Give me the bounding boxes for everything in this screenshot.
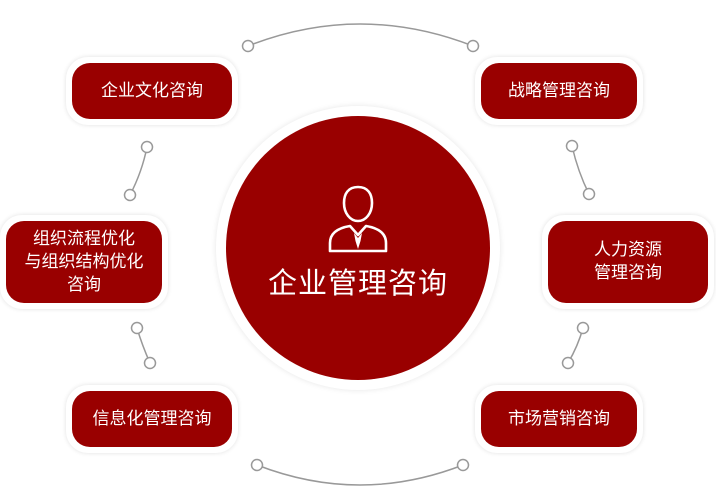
node-strategy-label: 战略管理咨询	[508, 80, 610, 101]
connector-dot	[143, 356, 157, 370]
node-marketing[interactable]: 市场营销咨询	[481, 391, 637, 447]
node-hr-frame: 人力资源 管理咨询	[542, 215, 714, 309]
node-process-frame: 组织流程优化 与组织结构优化 咨询	[0, 215, 168, 309]
connector-dot	[466, 39, 480, 53]
node-culture-frame: 企业文化咨询	[66, 57, 238, 125]
node-process-label-2: 与组织结构优化	[24, 251, 144, 272]
node-strategy[interactable]: 战略管理咨询	[481, 63, 637, 119]
connector-dot	[140, 140, 154, 154]
connector-dot	[123, 188, 137, 202]
node-marketing-frame: 市场营销咨询	[475, 385, 643, 453]
node-hr[interactable]: 人力资源 管理咨询	[548, 221, 708, 303]
node-it-frame: 信息化管理咨询	[66, 385, 238, 453]
node-hr-label-1: 人力资源	[594, 240, 662, 260]
node-process-label-3: 咨询	[67, 274, 101, 295]
node-culture[interactable]: 企业文化咨询	[72, 63, 232, 119]
connector-arc-bottom	[256, 464, 464, 486]
node-process-label-1: 组织流程优化	[33, 228, 135, 249]
connector-dot	[576, 321, 590, 335]
connector-dot	[250, 458, 264, 472]
node-it-label: 信息化管理咨询	[92, 408, 212, 429]
node-culture-label: 企业文化咨询	[101, 80, 203, 101]
connector-dot	[582, 187, 596, 201]
node-process[interactable]: 组织流程优化 与组织结构优化 咨询	[6, 221, 162, 303]
node-marketing-label: 市场营销咨询	[508, 408, 610, 429]
connector-line-left-upper	[129, 146, 148, 196]
connector-dot	[565, 139, 579, 153]
connector-dot	[456, 458, 470, 472]
node-it[interactable]: 信息化管理咨询	[72, 391, 232, 447]
center-title: 企业管理咨询	[267, 266, 448, 300]
connector-dot	[241, 39, 255, 53]
node-strategy-frame: 战略管理咨询	[475, 57, 643, 125]
node-hr-label-2: 管理咨询	[594, 263, 662, 283]
businessman-icon	[328, 185, 388, 253]
connector-dot	[130, 321, 144, 335]
connector-arc-top	[247, 23, 474, 47]
connector-dot	[561, 356, 575, 370]
connector-line-right-upper	[571, 145, 590, 195]
